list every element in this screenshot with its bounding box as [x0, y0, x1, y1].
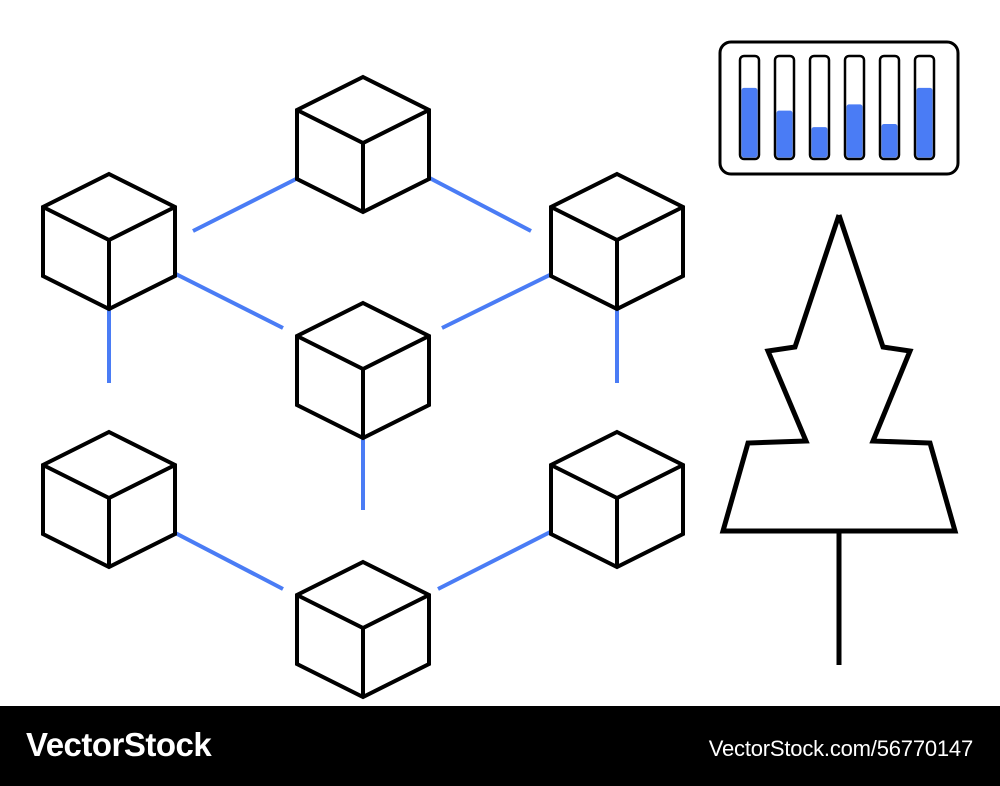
- level-fill: [916, 87, 933, 158]
- level-fill: [741, 87, 758, 158]
- connector-line: [192, 175, 301, 233]
- cube-icon: [295, 74, 431, 215]
- level-bar: [808, 54, 831, 161]
- level-meter-panel: [718, 40, 960, 176]
- level-fill: [846, 104, 863, 158]
- cube-icon: [41, 171, 177, 312]
- connector-line: [437, 522, 567, 591]
- level-bar: [738, 54, 761, 161]
- level-fill: [881, 123, 898, 158]
- image-id-text: VectorStock.com/56770147: [708, 736, 973, 761]
- level-bar: [913, 54, 936, 161]
- level-fill: [811, 127, 828, 158]
- pine-tree-icon: [719, 214, 959, 534]
- level-bar: [878, 54, 901, 161]
- connector-line: [441, 265, 567, 330]
- connector-line: [419, 171, 532, 233]
- footer-bar: VectorStock VectorStock.com/56770147: [0, 706, 1000, 786]
- cube-icon: [295, 300, 431, 441]
- level-bar: [773, 54, 796, 161]
- illustration: [41, 40, 960, 700]
- network-nodes: [41, 74, 685, 700]
- level-fill: [776, 110, 793, 158]
- cube-icon: [549, 429, 685, 570]
- brand-logo: VectorStock: [26, 726, 212, 763]
- cube-icon: [549, 171, 685, 312]
- connector-line: [157, 522, 284, 591]
- level-bar: [843, 54, 866, 161]
- cube-icon: [41, 429, 177, 570]
- cube-icon: [295, 559, 431, 700]
